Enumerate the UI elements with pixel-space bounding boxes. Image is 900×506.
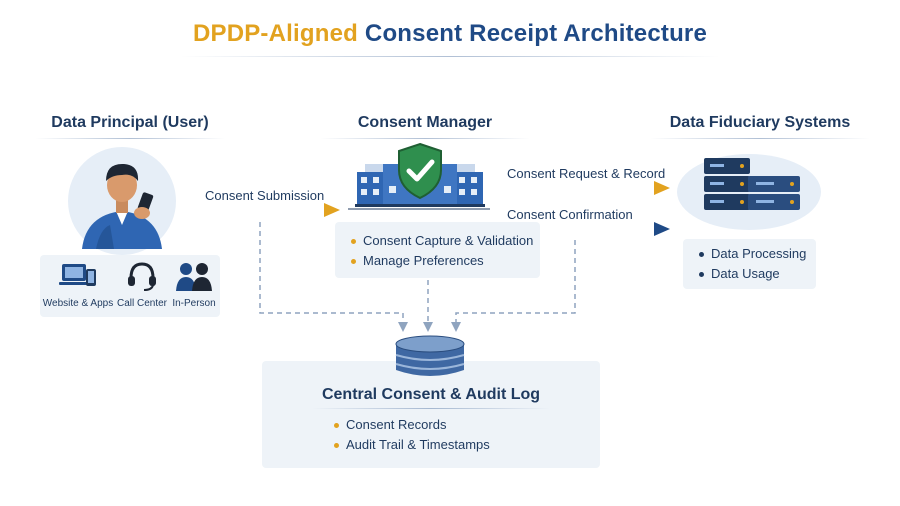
fiduciary-features-panel: Data Processing Data Usage	[683, 239, 816, 289]
title-highlight: DPDP-Aligned	[192, 20, 359, 47]
database-icon	[395, 335, 465, 376]
user-with-phone-icon	[68, 147, 176, 255]
manager-features-list: Consent Capture & Validation Manage Pref…	[349, 231, 533, 271]
fiduciary-feature-item: Data Processing	[697, 244, 806, 264]
fiduciary-heading: Data Fiduciary Systems	[669, 114, 851, 131]
channel-website-apps: Website & Apps	[40, 255, 116, 313]
principal-heading-divider	[35, 138, 225, 139]
manager-features-panel: Consent Capture & Validation Manage Pref…	[335, 222, 540, 278]
fiduciary-feature-item: Data Usage	[697, 264, 806, 284]
audit-log-panel: Central Consent & Audit Log Consent Reco…	[262, 361, 600, 468]
manager-base-line	[348, 208, 490, 210]
channel-label: In-Person	[172, 298, 216, 309]
audit-heading: Central Consent & Audit Log	[321, 386, 541, 403]
laptop-phone-icon	[59, 264, 96, 286]
people-icon	[176, 263, 212, 291]
server-rack-icon	[677, 154, 821, 230]
shield-check-building-icon	[355, 142, 485, 207]
request-record-arrow	[480, 181, 670, 195]
channel-in-person: In-Person	[168, 255, 220, 313]
channel-label: Website & Apps	[42, 298, 114, 309]
confirmation-label: Consent Confirmation	[507, 207, 633, 222]
channels-panel: Website & Apps Call Center In-Person	[40, 255, 220, 317]
manager-heading: Consent Manager	[357, 114, 493, 131]
submission-label: Consent Submission	[205, 188, 325, 203]
audit-item: Consent Records	[332, 415, 490, 435]
fiduciary-heading-divider	[650, 138, 870, 139]
request-record-label: Consent Request & Record	[507, 166, 666, 181]
dashed-audit-connectors	[259, 222, 576, 324]
principal-heading: Data Principal (User)	[51, 114, 209, 131]
audit-items-list: Consent Records Audit Trail & Timestamps	[332, 415, 490, 455]
title-divider	[180, 56, 720, 57]
channel-call-center: Call Center	[116, 255, 168, 313]
headset-icon	[128, 262, 156, 291]
submission-arrow	[180, 203, 340, 217]
channel-label: Call Center	[116, 298, 168, 309]
title-main: Consent Receipt Architecture	[364, 20, 708, 47]
audit-heading-divider	[312, 408, 550, 409]
manager-feature-item: Manage Preferences	[349, 251, 533, 271]
manager-heading-divider	[320, 138, 530, 139]
manager-feature-item: Consent Capture & Validation	[349, 231, 533, 251]
fiduciary-features-list: Data Processing Data Usage	[697, 244, 806, 284]
audit-item: Audit Trail & Timestamps	[332, 435, 490, 455]
confirmation-arrow	[470, 222, 670, 236]
page-title: DPDP-Aligned Consent Receipt Architectur…	[0, 20, 900, 48]
